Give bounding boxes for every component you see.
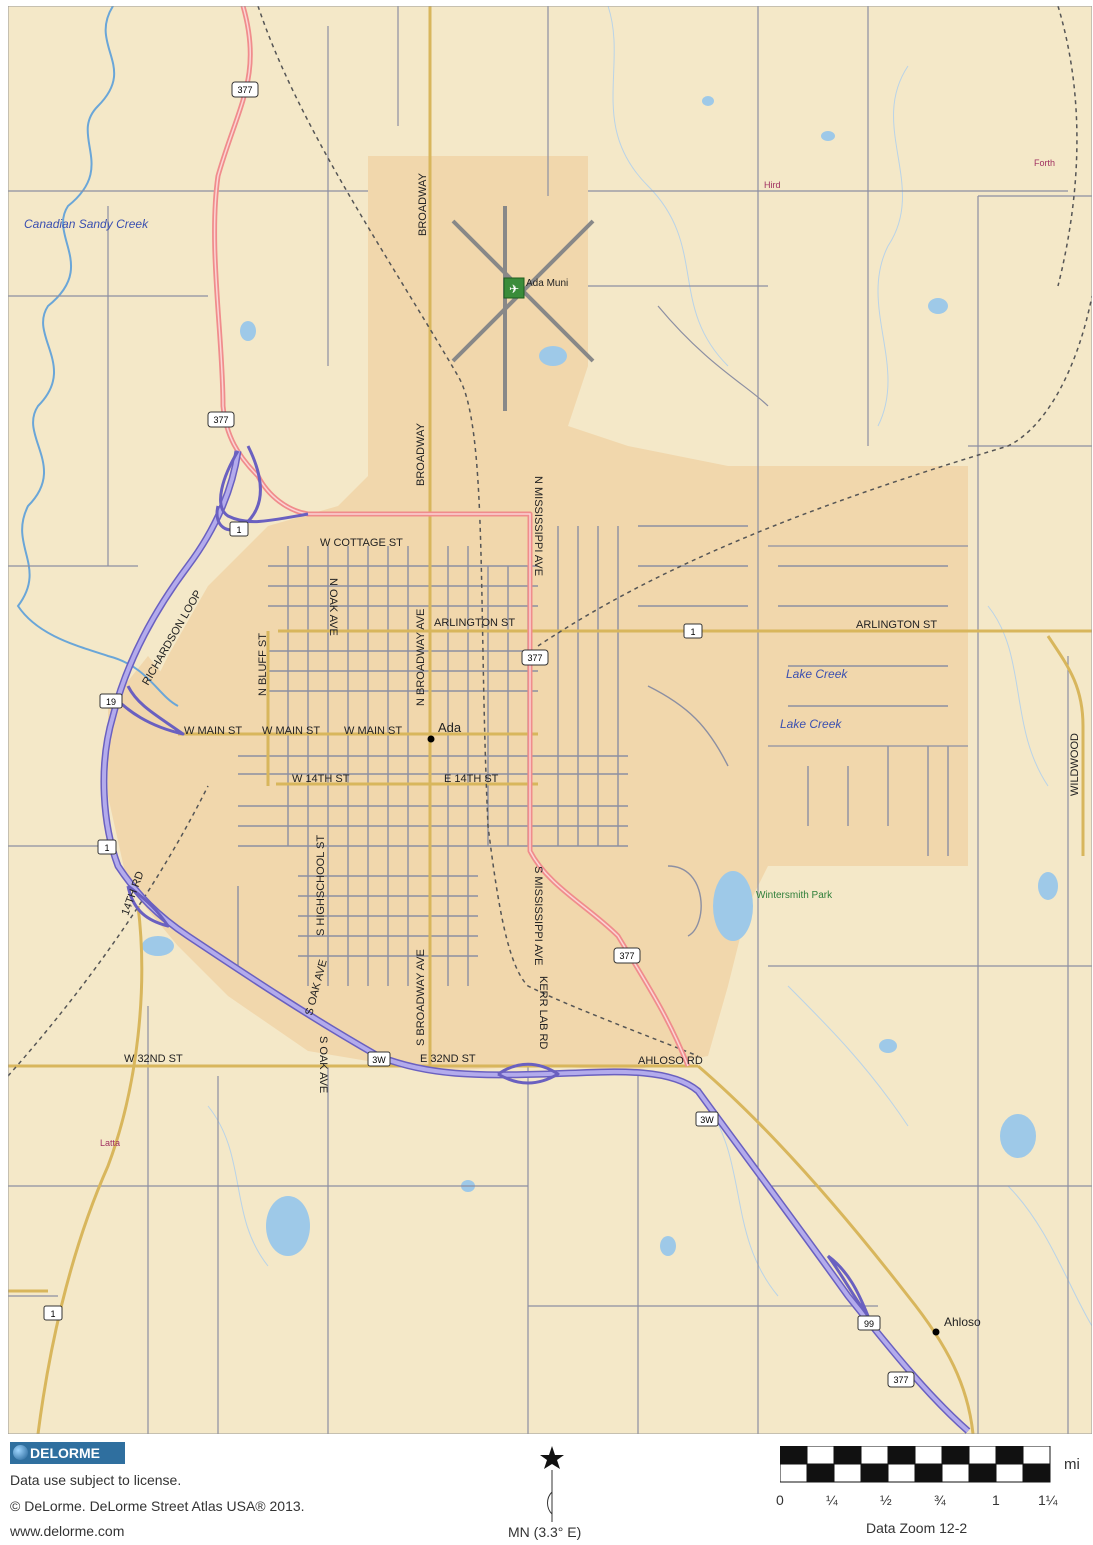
scale-bar xyxy=(780,1446,1051,1483)
svg-text:19: 19 xyxy=(106,697,116,707)
svg-text:377: 377 xyxy=(527,653,542,663)
water-label-canadian-sandy-creek: Canadian Sandy Creek xyxy=(24,217,149,231)
scale-tick-0: 0 xyxy=(776,1492,784,1508)
place-label-latta: Latta xyxy=(100,1138,120,1148)
city-label-ada: Ada xyxy=(438,720,462,735)
north-arrow-icon xyxy=(540,1446,564,1522)
urban-area-west xyxy=(108,656,188,806)
street-label-wildwood: WILDWOOD xyxy=(1069,733,1081,796)
shield-sh-19: 19 xyxy=(99,693,123,709)
svg-text:3W: 3W xyxy=(700,1115,714,1125)
street-label-n-broadway-ave: N BROADWAY AVE xyxy=(415,609,427,706)
svg-text:377: 377 xyxy=(619,951,634,961)
street-label-broadway-north: BROADWAY xyxy=(417,172,429,236)
shield-sh-1-c: 1 xyxy=(97,839,117,855)
railroad xyxy=(8,6,1092,1077)
svg-text:377: 377 xyxy=(213,415,228,425)
place-label-forth: Forth xyxy=(1034,158,1055,168)
street-label-w-32nd-st: W 32ND ST xyxy=(124,1053,183,1065)
shield-sh-99: 99 xyxy=(857,1315,881,1331)
scale-tick-2: ½ xyxy=(880,1492,892,1508)
street-label-e-14th-st: E 14TH ST xyxy=(444,773,499,785)
svg-text:1: 1 xyxy=(690,627,695,637)
shield-us-377-c: 377 xyxy=(521,649,549,666)
shield-us-377-b: 377 xyxy=(207,411,235,428)
svg-text:1: 1 xyxy=(104,843,109,853)
us-377-route-centerline xyxy=(213,6,689,1067)
svg-text:1: 1 xyxy=(50,1309,55,1319)
street-label-w-14th-st: W 14TH ST xyxy=(292,773,350,785)
street-label-ahloso-rd: AHLOSO RD xyxy=(638,1055,703,1067)
scale-tick-5: 1¼ xyxy=(1038,1492,1058,1508)
water-label-lake-creek-2: Lake Creek xyxy=(780,717,842,731)
street-label-broadway-mid: BROADWAY xyxy=(415,422,427,486)
scale-unit: mi xyxy=(1064,1456,1080,1473)
airport-label: Ada Muni xyxy=(526,278,568,289)
logo-text: DELORME xyxy=(30,1445,100,1461)
city-dot-ahloso xyxy=(932,1328,940,1336)
street-label-w-main-st-2: W MAIN ST xyxy=(262,725,320,737)
globe-icon xyxy=(13,1445,28,1460)
town-label-ahloso: Ahloso xyxy=(944,1315,981,1329)
shield-us-377-a: 377 xyxy=(231,81,259,98)
street-label-s-oak-ave-2: S OAK AVE xyxy=(317,1036,329,1093)
street-label-e-32nd-st: E 32ND ST xyxy=(420,1053,476,1065)
svg-text:3W: 3W xyxy=(372,1055,386,1065)
license-text: Data use subject to license. xyxy=(10,1472,182,1488)
airport-icon: ✈ xyxy=(503,277,525,299)
street-label-n-bluff-st: N BLUFF ST xyxy=(257,633,269,696)
shield-sh-3w-a: 3W xyxy=(367,1051,391,1067)
scale-tick-1: ¼ xyxy=(826,1492,838,1508)
shield-sh-1-d: 1 xyxy=(43,1305,63,1321)
urban-area xyxy=(108,156,968,1071)
street-label-s-highschool-st: S HIGHSCHOOL ST xyxy=(315,835,327,936)
shield-sh-1-a: 1 xyxy=(229,521,249,537)
street-label-w-main-st-1: W MAIN ST xyxy=(184,725,242,737)
delorme-logo[interactable]: DELORME xyxy=(10,1442,125,1464)
svg-text:377: 377 xyxy=(237,85,252,95)
street-label-n-oak-ave: N OAK AVE xyxy=(327,578,339,636)
water-features xyxy=(142,96,1058,1256)
shield-us-377-e: 377 xyxy=(887,1371,915,1388)
park-label: Wintersmith Park xyxy=(756,890,833,901)
scale-tick-3: ¾ xyxy=(934,1492,946,1508)
svg-text:377: 377 xyxy=(893,1375,908,1385)
map-footer: DELORME Data use subject to license. © D… xyxy=(0,1436,1093,1545)
scale-tick-4: 1 xyxy=(992,1492,1000,1508)
street-label-s-mississippi-ave: S MISSISSIPPI AVE xyxy=(532,866,544,965)
minor-roads xyxy=(8,6,1092,1434)
street-label-arlington-st-west: ARLINGTON ST xyxy=(434,617,515,629)
street-label-arlington-st-east: ARLINGTON ST xyxy=(856,619,937,631)
city-dot-ada xyxy=(427,735,435,743)
map-canvas[interactable]: ✈ Ada Ahloso Ada Muni Wintersmith Park C… xyxy=(8,6,1092,1434)
street-label-w-cottage-st: W COTTAGE ST xyxy=(320,537,403,549)
copyright-text: © DeLorme. DeLorme Street Atlas USA® 201… xyxy=(10,1498,305,1514)
street-label-w-main-st-3: W MAIN ST xyxy=(344,725,402,737)
svg-text:✈: ✈ xyxy=(509,282,519,296)
website-link[interactable]: www.delorme.com xyxy=(10,1523,125,1539)
shield-sh-3w-b: 3W xyxy=(695,1111,719,1127)
shield-sh-1-b: 1 xyxy=(683,623,703,639)
street-label-n-mississippi-ave: N MISSISSIPPI AVE xyxy=(532,476,544,576)
street-label-kerr-lab-rd: KERR LAB RD xyxy=(537,976,549,1049)
zoom-level-label: Data Zoom 12-2 xyxy=(866,1520,968,1536)
route-shields: 377 377 377 377 377 1 1 1 1 19 3W 3W 99 xyxy=(43,81,915,1388)
svg-text:99: 99 xyxy=(864,1319,874,1329)
river-canadian-sandy-creek xyxy=(16,6,179,707)
magnetic-north-label: MN (3.3° E) xyxy=(508,1524,582,1540)
shield-us-377-d: 377 xyxy=(613,947,641,964)
water-label-lake-creek-1: Lake Creek xyxy=(786,667,848,681)
freeway-loop xyxy=(100,445,971,1434)
street-label-s-broadway-ave: S BROADWAY AVE xyxy=(415,949,427,1046)
streams xyxy=(207,6,1092,1327)
place-label-hird: Hird xyxy=(764,180,781,190)
svg-text:1: 1 xyxy=(236,525,241,535)
